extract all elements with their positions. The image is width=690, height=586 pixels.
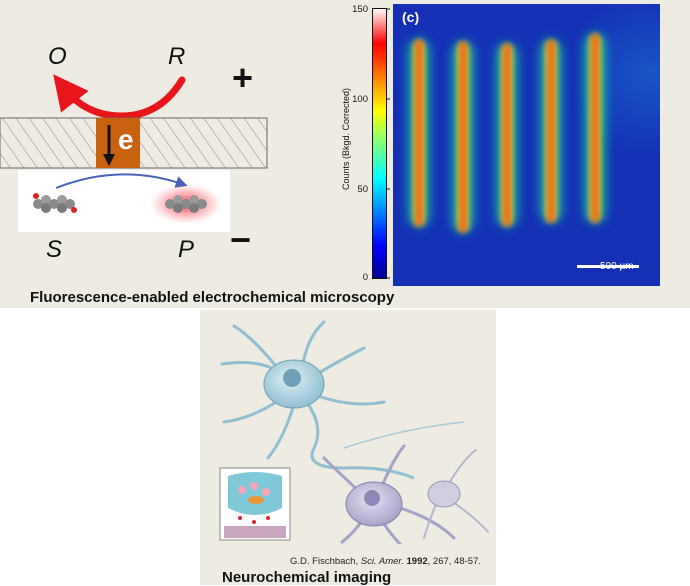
substrate-molecule: [33, 193, 77, 213]
electrochemistry-scheme: [0, 74, 268, 232]
electrode-block: [96, 118, 140, 168]
transfer-curve: [55, 173, 188, 189]
bottom-caption: Neurochemical imaging: [222, 569, 392, 586]
citation: G.D. Fischbach, Sci. Amer. 1992, 267, 48…: [290, 556, 481, 567]
colorbar-tick-0: 0: [362, 272, 368, 283]
label-o: O: [48, 43, 67, 70]
label-p: P: [178, 236, 195, 263]
neuron-soma-c: [427, 480, 461, 508]
colorbar-tick-50: 50: [357, 184, 368, 195]
minus-sign: −: [230, 219, 252, 260]
electrode-label: e: [118, 124, 134, 155]
label-r: R: [168, 43, 186, 70]
colorbar-tick-150: 150: [352, 4, 368, 15]
fluorescence-image: [393, 4, 660, 286]
scale-bar-label: 500 µm: [600, 261, 634, 272]
colorbar-tick-100: 100: [352, 94, 368, 105]
axon: [306, 403, 415, 480]
fluorescence-stripe-5: [592, 34, 598, 222]
colorbar-title: Counts (Bkgd. Corrected): [341, 87, 351, 191]
synapse-inset: [219, 467, 291, 541]
top-caption: Fluorescence-enabled electrochemical mic…: [30, 289, 395, 306]
redox-arrow: [53, 74, 186, 120]
label-s: S: [46, 236, 63, 263]
scale-bar: [577, 265, 639, 268]
fluorescence-stripe-4: [548, 40, 554, 222]
colorbar: [372, 8, 390, 279]
product-molecule: [165, 195, 207, 213]
fluorescence-stripe-3: [504, 44, 510, 226]
panel-label: (c): [402, 9, 420, 25]
plus-sign: +: [232, 57, 254, 98]
neuron-illustration: [219, 320, 489, 544]
fluorescence-stripe-2: [460, 42, 466, 232]
fluorescence-stripe-1: [416, 40, 422, 226]
